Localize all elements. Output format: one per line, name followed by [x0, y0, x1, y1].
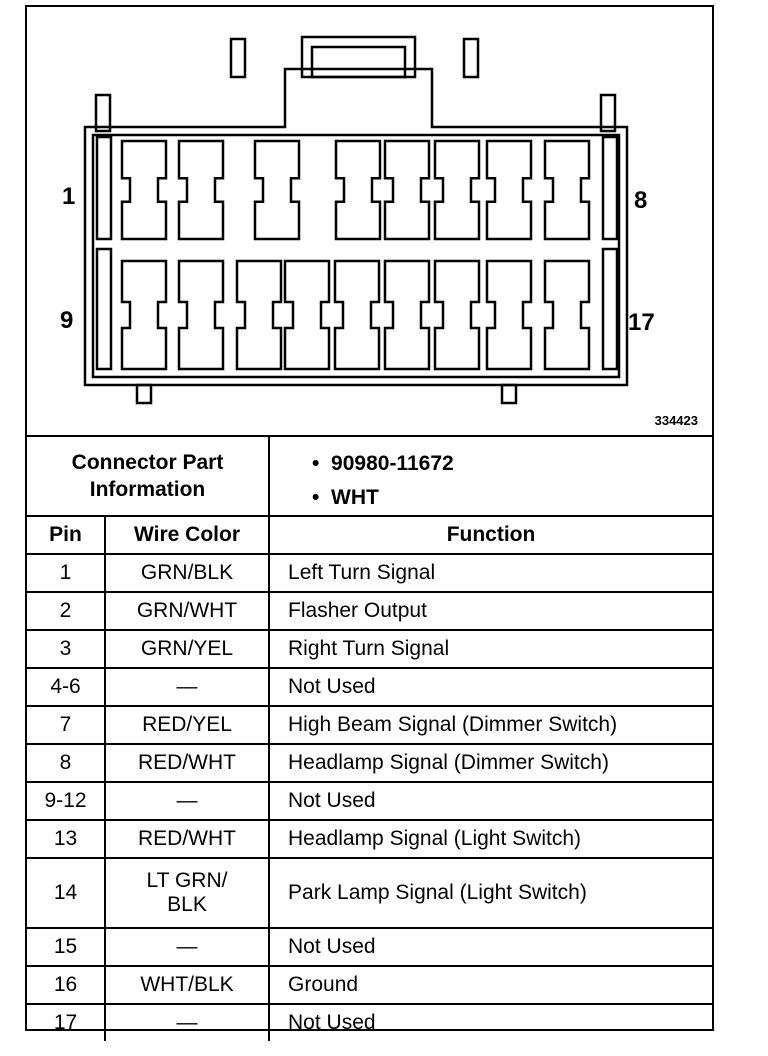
- terminal-cavity: [120, 139, 168, 241]
- terminal-cavity: [383, 259, 431, 371]
- pin-cell: 16: [27, 965, 106, 1005]
- terminal-cavity: [433, 139, 481, 241]
- pin-cell: 14: [27, 857, 106, 929]
- table-header-row: Pin Wire Color Function: [27, 515, 713, 555]
- terminal-cavity: [485, 139, 533, 241]
- terminal-cavity: [177, 139, 225, 241]
- connector-color: • WHT: [312, 486, 379, 509]
- terminal-cavity: [334, 139, 382, 241]
- header-wire-color: Wire Color: [103, 515, 271, 555]
- pin-cell: 3: [27, 629, 106, 669]
- wire-color-cell: RED/YEL: [103, 705, 271, 745]
- pin-label-bottom-left: 9: [60, 307, 74, 334]
- pin-cell: 8: [27, 743, 106, 783]
- pin-cell: 9-12: [27, 781, 106, 821]
- pin-cell: 17: [27, 1003, 106, 1041]
- wire-color-cell: WHT/BLK: [103, 965, 271, 1005]
- function-cell: Ground: [268, 965, 713, 1005]
- wire-color-cell: GRN/BLK: [103, 554, 271, 593]
- pin-cell: 7: [27, 705, 106, 745]
- connector-face-drawing: [83, 35, 629, 405]
- pin-label-top-right: 8: [634, 187, 648, 214]
- connector-sheet: 1 8 9 17 334423 Connector Part Informati…: [25, 5, 714, 1041]
- terminal-cavity: [543, 139, 591, 241]
- wire-color-cell: RED/WHT: [103, 743, 271, 783]
- terminal-cavity: [283, 259, 331, 371]
- wire-color-cell: GRN/YEL: [103, 629, 271, 669]
- table-row: 9-12—Not Used: [27, 781, 713, 821]
- function-cell: Not Used: [268, 1003, 713, 1041]
- wire-color-cell: LT GRN/BLK: [103, 857, 271, 929]
- terminal-cavity: [120, 259, 168, 371]
- pin-cell: 13: [27, 819, 106, 859]
- function-cell: Park Lamp Signal (Light Switch): [268, 857, 713, 929]
- function-cell: High Beam Signal (Dimmer Switch): [268, 705, 713, 745]
- terminal-cavity: [543, 259, 591, 371]
- pin-cell: 15: [27, 927, 106, 967]
- table-row: 17—Not Used: [27, 1003, 713, 1041]
- figure-id: 334423: [654, 413, 698, 428]
- wire-color-cell: GRN/WHT: [103, 591, 271, 631]
- function-cell: Headlamp Signal (Dimmer Switch): [268, 743, 713, 783]
- connector-info-values: • 90980-11672 • WHT: [268, 437, 713, 517]
- terminal-cavity: [485, 259, 533, 371]
- function-cell: Not Used: [268, 781, 713, 821]
- wire-color-cell: —: [103, 667, 271, 707]
- terminal-cavity: [177, 259, 225, 371]
- function-cell: Headlamp Signal (Light Switch): [268, 819, 713, 859]
- header-pin: Pin: [27, 515, 106, 555]
- terminal-cavity: [433, 259, 481, 371]
- header-function: Function: [268, 515, 713, 555]
- function-cell: Right Turn Signal: [268, 629, 713, 669]
- pinout-table: Connector Part Information • 90980-11672…: [27, 437, 713, 1041]
- connector-info-row: Connector Part Information • 90980-11672…: [27, 437, 713, 517]
- function-cell: Not Used: [268, 927, 713, 967]
- pin-cell: 2: [27, 591, 106, 631]
- table-row: 15—Not Used: [27, 927, 713, 967]
- connector-info-label: Connector Part Information: [27, 437, 271, 517]
- wire-color-cell: —: [103, 781, 271, 821]
- function-cell: Flasher Output: [268, 591, 713, 631]
- terminal-cavity: [235, 259, 283, 371]
- connector-part-number: • 90980-11672: [312, 452, 454, 475]
- connector-diagram: 1 8 9 17 334423: [27, 7, 712, 437]
- table-row: 4-6—Not Used: [27, 667, 713, 707]
- function-cell: Not Used: [268, 667, 713, 707]
- pin-label-bottom-right: 17: [628, 309, 655, 336]
- pin-cell: 1: [27, 554, 106, 593]
- wire-color-cell: —: [103, 927, 271, 967]
- terminal-cavity: [333, 259, 381, 371]
- wire-color-cell: —: [103, 1003, 271, 1041]
- function-cell: Left Turn Signal: [268, 554, 713, 593]
- terminal-cavity: [253, 139, 301, 241]
- pin-label-top-left: 1: [62, 183, 76, 210]
- wire-color-cell: RED/WHT: [103, 819, 271, 859]
- pin-cell: 4-6: [27, 667, 106, 707]
- terminal-cavity: [383, 139, 431, 241]
